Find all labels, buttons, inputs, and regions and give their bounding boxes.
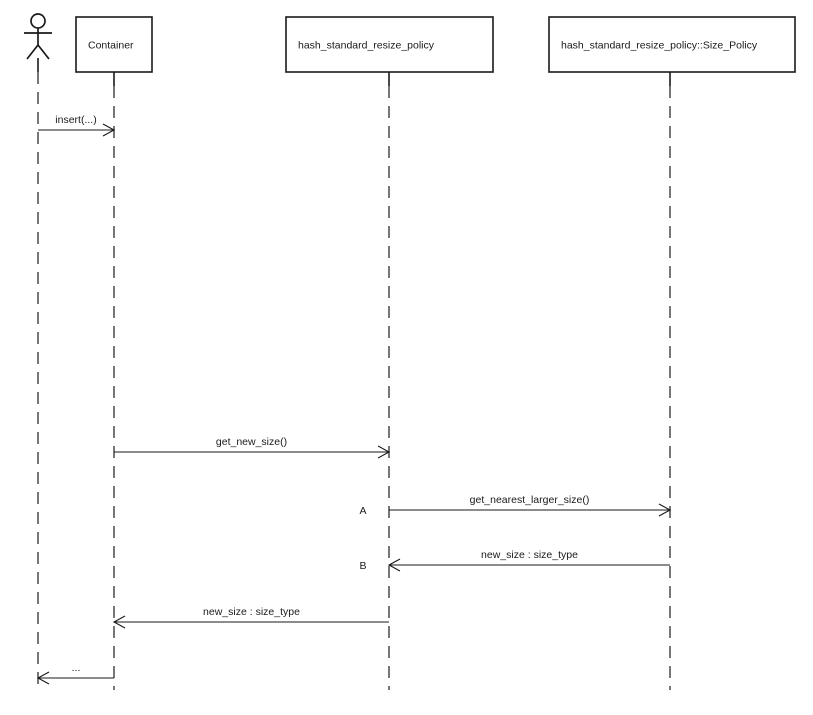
message-label-m3: get_nearest_larger_size() — [470, 494, 590, 506]
participant-label-policy: hash_standard_resize_policy — [298, 39, 435, 51]
participant-size_policy[interactable]: hash_standard_resize_policy::Size_Policy — [548, 16, 796, 73]
lifelines-layer — [37, 58, 671, 690]
actor-leg-right — [37, 44, 50, 60]
participant-container[interactable]: Container — [75, 16, 153, 73]
messages-layer: insert(...) get_new_size() get_nearest_lar… — [36, 114, 672, 685]
participant-boxes-layer: Container hash_standard_resize_policy hash… — [24, 13, 796, 73]
message-marker-m4: B — [359, 560, 366, 572]
message-m3[interactable]: get_nearest_larger_size() A — [359, 494, 672, 517]
actor-head-icon — [30, 13, 46, 29]
participant-label-size_policy: hash_standard_resize_policy::Size_Policy — [561, 39, 758, 51]
message-arrowhead-icon-m6 — [36, 671, 50, 685]
message-label-m4: new_size : size_type — [481, 549, 578, 561]
message-arrowhead-icon-m5 — [112, 615, 126, 629]
message-arrowhead-icon-m3 — [658, 503, 672, 517]
participant-box-policy[interactable] — [285, 16, 494, 73]
message-marker-m3: A — [359, 505, 366, 517]
message-arrowhead-icon-m4 — [387, 558, 401, 572]
message-label-m6: ... — [72, 662, 81, 674]
participant-policy[interactable]: hash_standard_resize_policy — [285, 16, 494, 73]
message-m6[interactable]: ... — [36, 662, 114, 685]
actor-leg-left — [26, 44, 39, 60]
actor-figure — [24, 13, 52, 60]
message-m5[interactable]: new_size : size_type — [112, 606, 389, 629]
message-m2[interactable]: get_new_size() — [114, 436, 391, 459]
participant-label-container: Container — [88, 39, 134, 51]
participant-box-container[interactable] — [75, 16, 153, 73]
message-label-m5: new_size : size_type — [203, 606, 300, 618]
message-m1[interactable]: insert(...) — [38, 114, 116, 137]
message-arrowhead-icon-m1 — [102, 123, 116, 137]
participant-box-size_policy[interactable] — [548, 16, 796, 73]
message-label-m1: insert(...) — [55, 114, 96, 126]
message-label-m2: get_new_size() — [216, 436, 287, 448]
message-arrowhead-icon-m2 — [377, 445, 391, 459]
